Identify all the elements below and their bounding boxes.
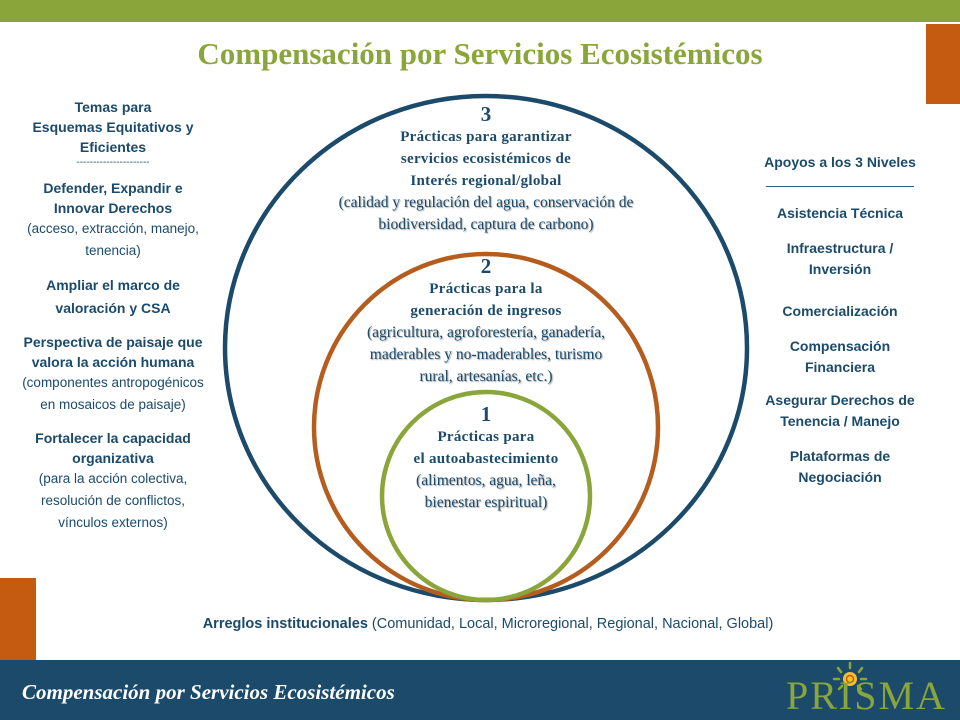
page-title: Compensación por Servicios Ecosistémicos (197, 36, 763, 71)
orange-accent-block-top (926, 24, 960, 104)
supports-heading: Apoyos a los 3 Niveles (764, 154, 916, 170)
theme-capacity-detail-line3: vínculos externos) (58, 515, 168, 530)
theme-rights-detail-line1: (acceso, extracción, manejo, (27, 221, 199, 236)
institutional-arrangements-detail: (Comunidad, Local, Microregional, Region… (371, 616, 774, 632)
sun-icon (832, 661, 868, 691)
level-3-line1: Prácticas para garantizar (400, 129, 572, 145)
theme-rights-title-line1: Defender, Expandir e (43, 180, 183, 196)
level-3-detail-line1: (calidad y regulación del agua, conserva… (338, 194, 634, 211)
level-3-number: 3 (480, 102, 492, 126)
level-2-detail-line3: rural, artesanías, etc.) (419, 368, 553, 385)
institutional-arrangements-label: Arreglos institucionales (202, 616, 368, 632)
level-2-number: 2 (480, 254, 492, 278)
level-1-line2: el autoabastecimiento (413, 451, 559, 467)
footer-bar: Compensación por Servicios Ecosistémicos… (0, 660, 960, 720)
themes-separator: ---------------------- (76, 157, 150, 168)
level-2-detail-line1: (agricultura, agroforestería, ganadería, (367, 324, 605, 341)
themes-heading-line2: Esquemas Equitativos y (32, 119, 194, 135)
support-infrastructure-line2: Inversión (808, 261, 872, 277)
supports-separator: ___________________ (766, 171, 914, 187)
theme-landscape-detail-line2: en mosaicos de paisaje) (40, 397, 186, 412)
level-2-line2: generación de ingresos (410, 303, 562, 319)
prisma-logo-text: PRISMA (786, 673, 947, 718)
right-column-supports: Apoyos a los 3 Niveles _________________… (740, 152, 940, 488)
theme-capacity-detail-line1: (para la acción colectiva, (38, 471, 188, 486)
theme-valuation-title-line1: Ampliar el marco de (46, 277, 180, 293)
nested-circles-diagram (222, 93, 750, 603)
support-financial-compensation-line2: Financiera (804, 359, 876, 375)
theme-valuation-title-line2: valoración y CSA (55, 300, 171, 316)
level-3-detail-line2: biodiversidad, captura de carbono) (378, 216, 594, 233)
level-3-text: 3 Prácticas para garantizar servicios ec… (286, 102, 686, 236)
theme-landscape-detail-line1: (componentes antropogénicos (22, 375, 204, 390)
support-commercialization: Comercialización (782, 303, 898, 319)
support-financial-compensation-line1: Compensación (789, 338, 891, 354)
level-1-detail-line1: (alimentos, agua, leña, (416, 472, 556, 489)
support-infrastructure-line1: Infraestructura / (786, 240, 894, 256)
inner-circle-level-1 (379, 389, 593, 603)
level-1-number: 1 (480, 402, 492, 426)
level-1-line1: Prácticas para (437, 429, 535, 445)
theme-capacity-title-line2: organizativa (72, 450, 154, 466)
level-2-line1: Prácticas para la (429, 281, 543, 297)
themes-heading-line1: Temas para (74, 99, 152, 115)
level-1-detail-line2: bienestar espiritual) (424, 494, 548, 511)
top-accent-bar (0, 0, 960, 22)
theme-rights-detail-line2: tenencia) (85, 243, 141, 258)
level-3-line2: servicios ecosistémicos de (400, 151, 572, 167)
left-column-themes: Temas para Esquemas Equitativos y Eficie… (6, 97, 220, 534)
theme-capacity-title-line1: Fortalecer la capacidad (35, 430, 191, 446)
prisma-logo: PRISMA (786, 660, 954, 720)
institutional-arrangements: Arreglos institucionales (Comunidad, Loc… (0, 616, 960, 632)
theme-landscape-title-line1: Perspectiva de paisaje que (23, 334, 203, 350)
footer-title: Compensación por Servicios Ecosistémicos (22, 680, 395, 704)
level-2-text: 2 Prácticas para la generación de ingres… (316, 254, 656, 388)
theme-landscape-title-line2: valora la acción humana (31, 354, 195, 370)
support-negotiation-platforms-line1: Plataformas de (789, 448, 891, 464)
themes-heading-line3: Eficientes (79, 139, 147, 155)
support-technical-assistance: Asistencia Técnica (776, 205, 904, 221)
level-1-text: 1 Prácticas para el autoabastecimiento (… (366, 402, 606, 514)
level-2-detail-line2: maderables y no-maderables, turismo (369, 346, 603, 363)
orange-accent-block-left (0, 578, 36, 660)
support-tenure-rights-line1: Asegurar Derechos de (765, 392, 915, 408)
theme-capacity-detail-line2: resolución de conflictos, (40, 493, 186, 508)
support-tenure-rights-line2: Tenencia / Manejo (780, 413, 900, 429)
level-3-line3: Interés regional/global (410, 173, 562, 189)
theme-rights-title-line2: Innovar Derechos (53, 200, 173, 216)
support-negotiation-platforms-line2: Negociación (798, 469, 882, 485)
